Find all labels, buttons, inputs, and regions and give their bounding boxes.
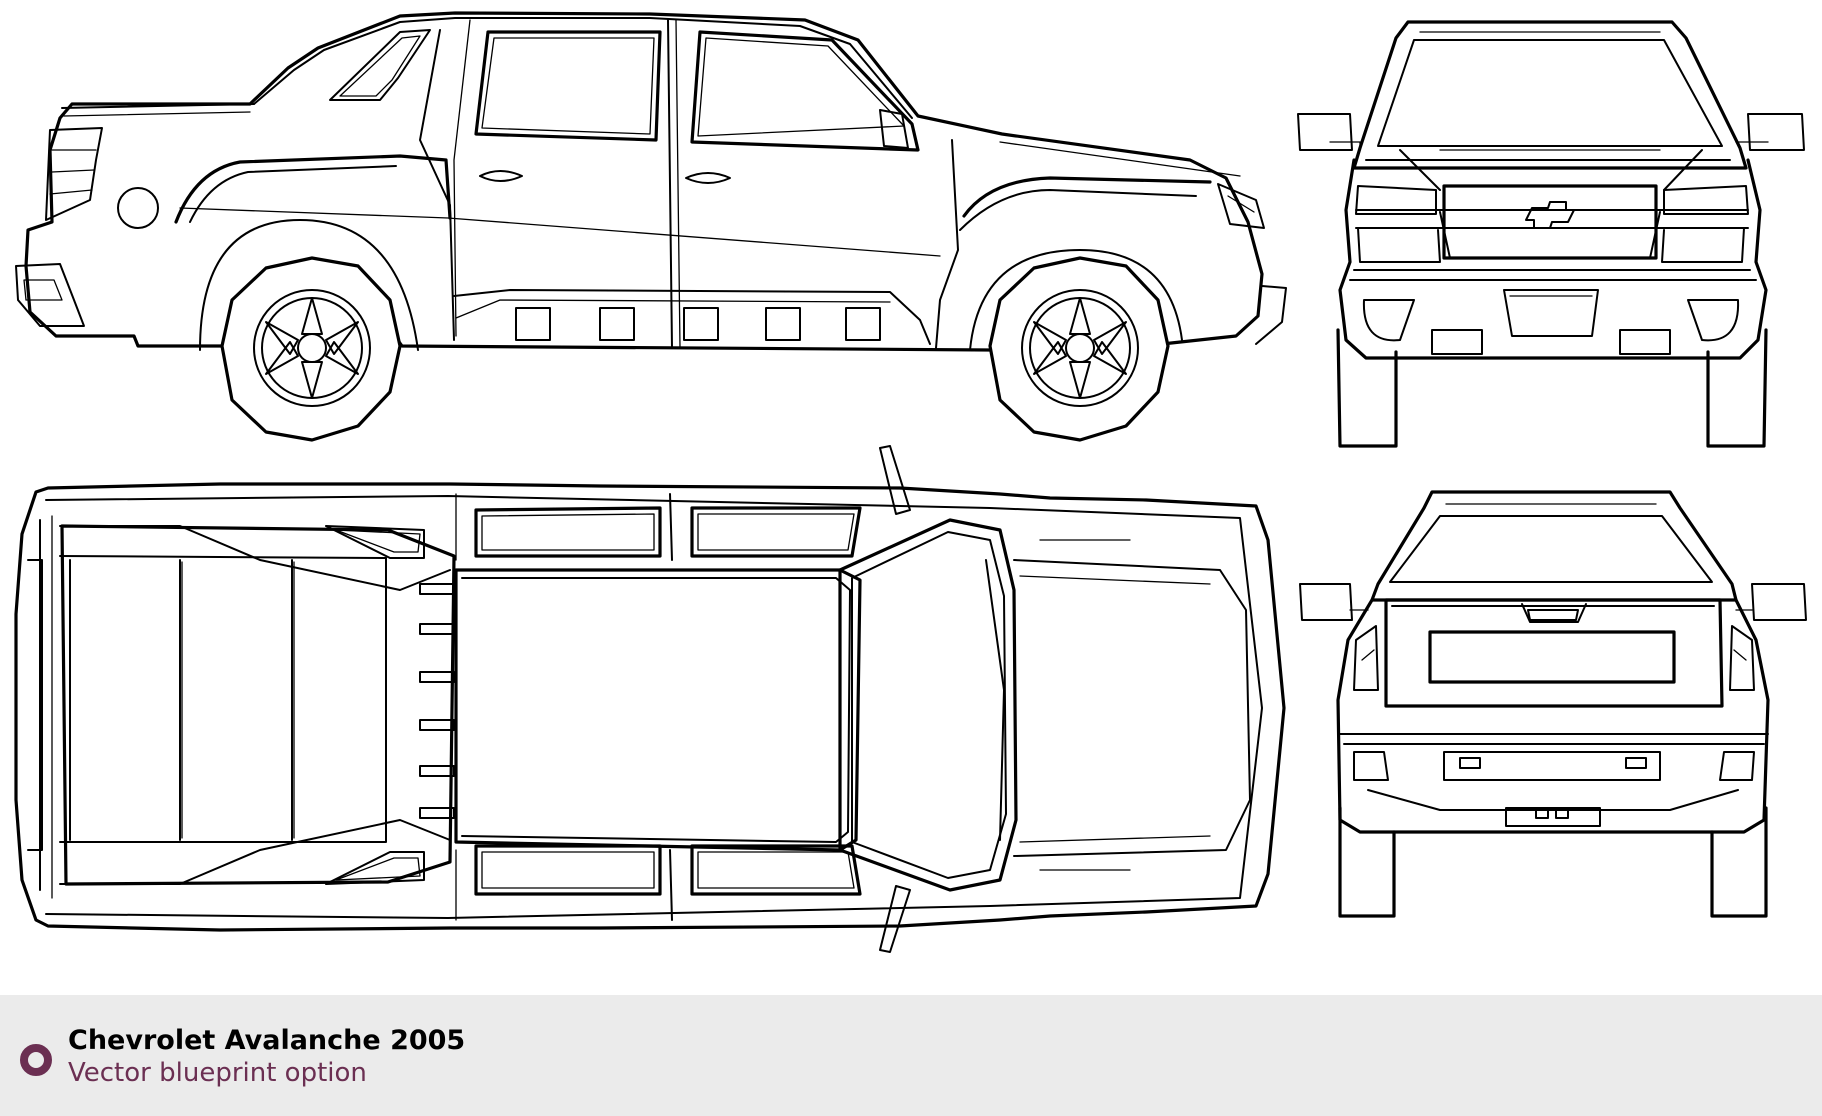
rear-view <box>1299 490 1807 918</box>
caption-title: Chevrolet Avalanche 2005 <box>68 1025 466 1056</box>
blueprint-drawing <box>14 11 1807 953</box>
top-view <box>14 445 1286 953</box>
side-view <box>15 11 1287 442</box>
caption-subtitle: Vector blueprint option <box>68 1058 367 1088</box>
bowtie-emblem <box>1525 201 1575 229</box>
rear-wheel <box>220 256 402 442</box>
front-wheel <box>988 256 1170 442</box>
front-view <box>1297 20 1805 448</box>
caption-bar <box>0 995 1822 1116</box>
ring-icon <box>20 1044 52 1076</box>
